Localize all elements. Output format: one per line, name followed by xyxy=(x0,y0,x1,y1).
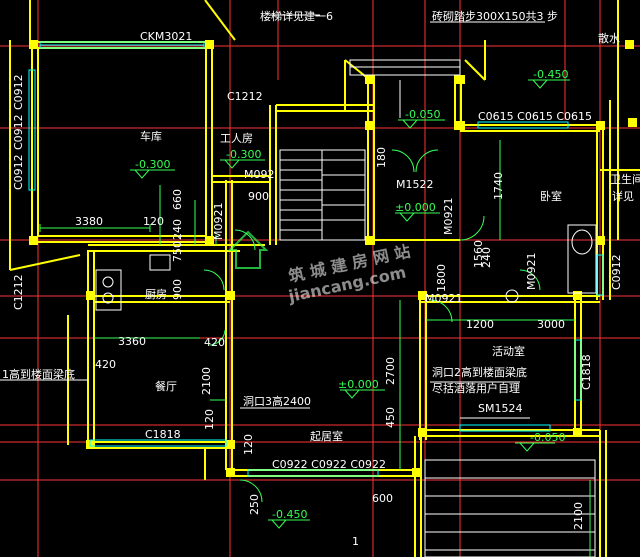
axis-label-1: 1 xyxy=(352,535,359,548)
dim-660: 660 xyxy=(171,189,184,210)
dim-120-b: 120 xyxy=(242,434,255,455)
elevation-zero-living: ±0.000 xyxy=(338,378,379,391)
dim-120-a: 120 xyxy=(143,215,164,228)
dim-600: 600 xyxy=(372,492,393,505)
dim-420-b: 420 xyxy=(95,358,116,371)
stairs xyxy=(279,59,596,557)
window-c0922-label: C0922 C0922 C0922 xyxy=(272,458,386,471)
door-m0921-c-label: M0921 xyxy=(425,292,463,305)
step-note: 砖砌踏步300X150共3 步 xyxy=(432,9,558,23)
elevation-activity-right: -0.050 xyxy=(530,431,565,444)
elevation-markers xyxy=(130,79,570,529)
note-opening-2a: 洞口2高到楼面梁底 xyxy=(432,365,527,379)
door-m0921-a-label: M0921 xyxy=(442,198,455,236)
elevation-garage: -0.300 xyxy=(135,158,170,171)
dim-1200: 1200 xyxy=(466,318,494,331)
dim-1740: 1740 xyxy=(492,172,505,200)
elevation-zero-hall: ±0.000 xyxy=(395,201,436,214)
room-bedroom-label: 卧室 xyxy=(540,189,562,203)
door-m0921-d-label: M0921 xyxy=(212,203,225,241)
dim-1800: 1800 xyxy=(435,264,448,292)
window-c0912-c-label: C0912 xyxy=(12,154,25,190)
window-garage-label: CKM3021 xyxy=(140,30,192,43)
dim-420-a: 420 xyxy=(204,336,225,349)
elevation-outside-right: -0.450 xyxy=(533,68,568,81)
room-bath-label: 卫生间 xyxy=(610,172,640,186)
doors xyxy=(203,149,541,503)
elevation-entry: -0.050 xyxy=(405,108,440,121)
note-opening-left: 1高到楼面梁底 xyxy=(2,367,75,381)
text-layer: 楼梯详见建一6 砖砌踏步300X150共3 步 散水 CKM3021 C1212… xyxy=(2,9,640,548)
window-c0912-b-label: C0912 xyxy=(12,114,25,150)
stair-note: 楼梯详见建一6 xyxy=(260,9,333,23)
dim-2700: 2700 xyxy=(384,357,397,385)
dim-900-b: 900 xyxy=(171,279,184,300)
dim-3380: 3380 xyxy=(75,215,103,228)
window-c0912-a-label: C0912 xyxy=(12,74,25,110)
fixtures xyxy=(95,224,597,311)
scatter-water-label: 散水 xyxy=(598,31,620,45)
columns xyxy=(29,40,637,477)
room-kitchen-label: 厨房 xyxy=(145,288,167,301)
door-m0921-b-label: M0921 xyxy=(525,253,538,291)
window-c1818-bottom-label: C1818 xyxy=(145,428,181,441)
walls xyxy=(9,0,640,557)
dim-3000: 3000 xyxy=(537,318,565,331)
window-c1212-left-label: C1212 xyxy=(12,274,25,310)
dim-250: 250 xyxy=(248,494,261,515)
room-garage-label: 车库 xyxy=(140,129,162,143)
dim-900-a: 900 xyxy=(248,190,269,203)
dim-240-b: 240 xyxy=(480,247,493,268)
door-m1522-label: M1522 xyxy=(396,178,434,191)
window-c1212-top-label: C1212 xyxy=(227,90,263,103)
door-sm1524-label: SM1524 xyxy=(478,402,522,415)
dim-1560: 1560 xyxy=(472,240,485,268)
windows xyxy=(28,41,604,477)
dim-2100-a: 2100 xyxy=(200,367,213,395)
dim-240-a: 240 xyxy=(171,219,184,240)
note-opening-3: 洞口3高2400 xyxy=(243,394,311,408)
elevation-outside-bottom: -0.450 xyxy=(272,508,307,521)
room-living-label: 起居室 xyxy=(310,429,343,443)
note-opening-2b: 尽括酒落用户自理 xyxy=(432,381,520,395)
dim-180: 180 xyxy=(375,147,388,168)
elevation-worker: -0.300 xyxy=(226,148,261,161)
watermark-logo-icon xyxy=(227,230,269,269)
room-worker-label: 工人房 xyxy=(220,132,253,145)
dimension-lines xyxy=(39,140,591,557)
room-dining-label: 餐厅 xyxy=(155,379,177,393)
window-c0912-right-label: C0912 xyxy=(610,254,623,290)
dim-120-c: 120 xyxy=(203,409,216,430)
room-activity-label: 活动室 xyxy=(492,344,525,358)
dim-450: 450 xyxy=(384,407,397,428)
window-c1818-right-label: C1818 xyxy=(580,354,593,390)
note-right-partial: 详见 xyxy=(612,189,634,203)
door-m092-label: M092 xyxy=(244,168,275,181)
dim-750: 750 xyxy=(171,241,184,262)
dim-2100-b: 2100 xyxy=(572,502,585,530)
dim-3360: 3360 xyxy=(118,335,146,348)
leader-lines xyxy=(0,14,545,419)
window-c0615-label: C0615 C0615 C0615 xyxy=(478,110,592,123)
